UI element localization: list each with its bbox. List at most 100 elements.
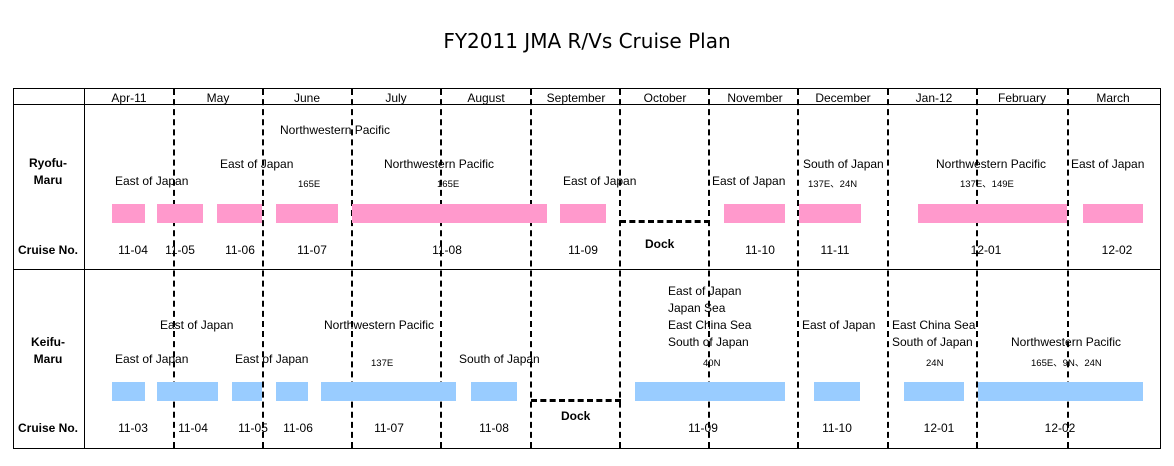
ryofu-name-line2: Maru	[33, 173, 63, 187]
month-header: May	[206, 91, 230, 105]
keifu-cruise-bar	[978, 382, 1143, 401]
row-separator	[13, 269, 1161, 270]
ryofu-area-label: East of Japan	[115, 174, 189, 188]
keifu-cruise-bar	[904, 382, 964, 401]
keifu-dock-line	[531, 399, 621, 402]
ryofu-dock-line	[620, 220, 710, 223]
keifu-position-label: 40N	[703, 358, 721, 369]
keifu-position-label: 137E	[371, 358, 394, 369]
month-divider	[262, 89, 264, 448]
ryofu-cruise-number: 12-01	[970, 243, 1002, 257]
table-bottom-border	[13, 448, 1161, 449]
keifu-name-line1: Keifu-	[31, 335, 65, 349]
keifu-area-label: East China Sea	[892, 318, 976, 332]
ryofu-area-label: East of Japan	[563, 174, 637, 188]
keifu-cruise-number: 11-03	[118, 421, 148, 435]
keifu-cruise-bar	[276, 382, 308, 401]
month-divider	[1067, 89, 1069, 448]
ryofu-cruise-bar	[1083, 204, 1143, 223]
keifu-position-label: 24N	[926, 358, 944, 369]
keifu-area-label: South of Japan	[459, 352, 540, 366]
month-divider	[173, 89, 175, 448]
ryofu-cruise-bar	[112, 204, 145, 223]
ryofu-cruise-number: 12-02	[1101, 243, 1133, 257]
keifu-cruise-number: 12-01	[923, 421, 955, 435]
keifu-area-label: East of Japan	[802, 318, 876, 332]
keifu-position-label: 165E、9N、24N	[1031, 358, 1102, 369]
ryofu-cruise-bar	[352, 204, 547, 223]
keifu-cruise-label: Cruise No.	[17, 421, 79, 435]
ryofu-cruise-number: 11-04	[118, 243, 148, 257]
table-right-border	[1160, 88, 1161, 448]
ryofu-position-label: 137E、24N	[808, 179, 858, 190]
table-top-border	[13, 88, 1161, 89]
ryofu-area-label: Northwestern Pacific	[280, 123, 391, 137]
month-header: Jan-12	[915, 91, 953, 105]
keifu-cruise-bar	[232, 382, 262, 401]
keifu-name-line2: Maru	[33, 352, 63, 366]
month-divider	[440, 89, 442, 448]
keifu-cruise-bar	[635, 382, 785, 401]
keifu-cruise-bar	[112, 382, 145, 401]
month-header: October	[643, 91, 687, 105]
month-divider	[619, 89, 621, 448]
month-divider	[976, 89, 978, 448]
keifu-cruise-number: 11-08	[479, 421, 509, 435]
ryofu-cruise-number: 11-07	[297, 243, 327, 257]
keifu-area-label: Northwestern Pacific	[324, 318, 435, 332]
keifu-area-label: South of Japan	[668, 335, 749, 349]
keifu-cruise-number: 12-02	[1044, 421, 1076, 435]
ryofu-area-label: Northwestern Pacific	[384, 157, 495, 171]
month-divider	[530, 89, 532, 448]
ryofu-cruise-bar	[560, 204, 606, 223]
keifu-cruise-number: 11-09	[688, 421, 718, 435]
keifu-cruise-number: 11-10	[822, 421, 852, 435]
month-header: March	[1096, 91, 1130, 105]
table-left-border	[13, 88, 14, 448]
month-divider	[351, 89, 353, 448]
label-column-border	[84, 88, 85, 448]
keifu-cruise-number: 11-06	[283, 421, 313, 435]
ryofu-cruise-bar	[276, 204, 338, 223]
ryofu-cruise-number: 11-06	[225, 243, 255, 257]
keifu-area-label: Japan Sea	[668, 301, 726, 315]
ryofu-dock-label: Dock	[645, 237, 675, 251]
keifu-cruise-number: 11-04	[178, 421, 208, 435]
ryofu-cruise-number: 11-09	[568, 243, 598, 257]
month-divider	[797, 89, 799, 448]
ryofu-cruise-label: Cruise No.	[17, 243, 79, 257]
ryofu-area-label: East of Japan	[220, 157, 294, 171]
ryofu-cruise-bar	[918, 204, 1067, 223]
ryofu-cruise-bar	[799, 204, 861, 223]
ryofu-cruise-number: 11-11	[820, 243, 850, 257]
ryofu-area-label: South of Japan	[803, 157, 884, 171]
keifu-cruise-bar	[321, 382, 456, 401]
ryofu-cruise-number: 11-08	[432, 243, 462, 257]
ryofu-position-label: 165E	[437, 179, 460, 190]
ryofu-cruise-number: 11-10	[745, 243, 775, 257]
month-header: August	[467, 91, 505, 105]
keifu-dock-label: Dock	[561, 409, 591, 423]
keifu-cruise-number: 11-05	[238, 421, 268, 435]
ryofu-cruise-bar	[217, 204, 262, 223]
ryofu-area-label: East of Japan	[1071, 157, 1145, 171]
ryofu-position-label: 137E、149E	[960, 179, 1014, 190]
keifu-cruise-bar	[814, 382, 860, 401]
ryofu-area-label: Northwestern Pacific	[936, 157, 1047, 171]
month-header: July	[385, 91, 407, 105]
keifu-cruise-bar	[471, 382, 517, 401]
keifu-area-label: East of Japan	[668, 284, 742, 298]
header-bottom-border	[13, 104, 1161, 105]
ryofu-name-line1: Ryofu-	[29, 156, 67, 170]
ryofu-area-label: East of Japan	[712, 174, 786, 188]
month-header: February	[997, 91, 1047, 105]
ryofu-position-label: 165E	[298, 179, 321, 190]
keifu-area-label: South of Japan	[892, 335, 973, 349]
keifu-area-label: East of Japan	[115, 352, 189, 366]
month-divider	[708, 89, 710, 448]
month-header: June	[293, 91, 321, 105]
month-divider	[887, 89, 889, 448]
keifu-area-label: East of Japan	[235, 352, 309, 366]
month-header: September	[546, 91, 606, 105]
